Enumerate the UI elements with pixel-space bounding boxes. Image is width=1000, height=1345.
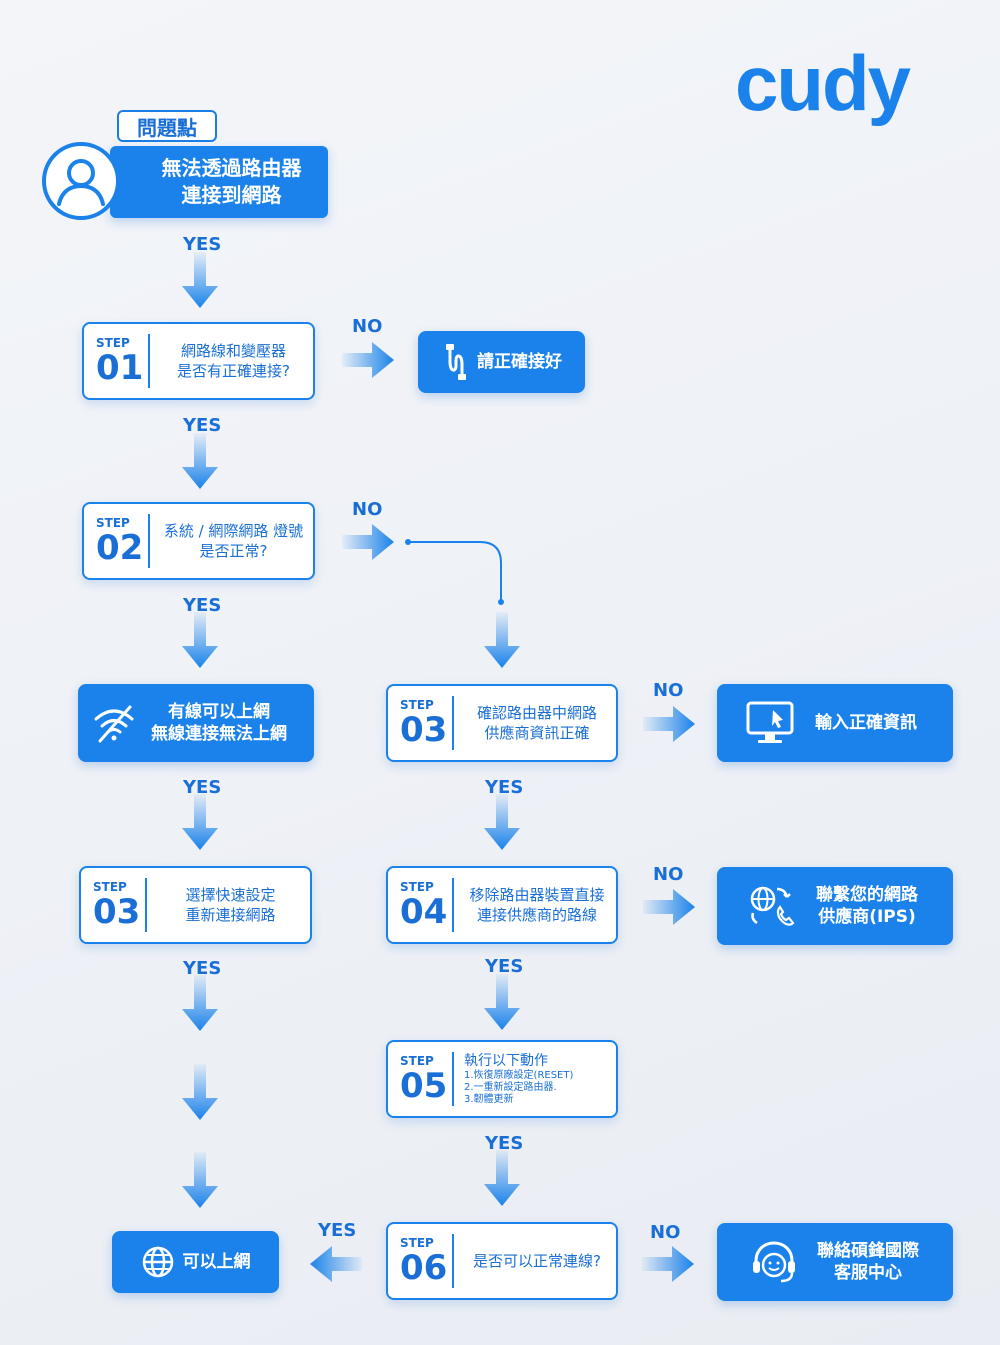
label-yes-r3: YES bbox=[485, 1133, 524, 1154]
label-yes-2: YES bbox=[183, 415, 222, 436]
arrow-down-r4 bbox=[482, 1150, 522, 1206]
arrow-down-r3 bbox=[482, 974, 522, 1030]
step-title: 執行以下動作 bbox=[464, 1053, 548, 1069]
arrow-right-4 bbox=[643, 889, 695, 925]
step-text-line: 確認路由器中網路 bbox=[476, 704, 597, 722]
arrow-down-r2 bbox=[482, 794, 522, 850]
wired-text-line: 無線連接無法上網 bbox=[151, 724, 287, 744]
arrow-down-1 bbox=[180, 252, 220, 308]
label-yes-4: YES bbox=[183, 777, 222, 798]
step-text-line: 網路線和變壓器 bbox=[180, 342, 286, 360]
step-label: STEP bbox=[400, 697, 434, 712]
step-label: STEP bbox=[96, 335, 130, 350]
action-item: 2.一重新設定路由器. bbox=[464, 1082, 557, 1093]
connector-line bbox=[405, 539, 504, 605]
arrow-down-4 bbox=[180, 794, 220, 850]
step-text-line: 供應商資訊正確 bbox=[484, 724, 590, 742]
step-number: 03 bbox=[93, 891, 141, 932]
step-label: STEP bbox=[400, 1053, 434, 1068]
step-number: 06 bbox=[400, 1247, 448, 1288]
arrow-down-5 bbox=[180, 975, 220, 1031]
fix-text-line: 聯繫您的網路 bbox=[816, 885, 918, 905]
problem-line-1: 無法透過路由器 bbox=[161, 156, 302, 180]
problem-line-2: 連接到網路 bbox=[181, 183, 282, 207]
step-number: 03 bbox=[400, 709, 448, 750]
label-no-4: NO bbox=[653, 864, 684, 885]
step-number: 02 bbox=[96, 527, 144, 568]
wired-ok-box: 有線可以上網無線連接無法上網 bbox=[78, 684, 314, 762]
fix-text-line: 供應商(IPS) bbox=[818, 907, 916, 927]
problem-box: 無法透過路由器 連接到網路 bbox=[110, 146, 328, 218]
headset-icon bbox=[753, 1241, 795, 1283]
wifi-off-icon bbox=[94, 705, 134, 743]
globe-phone-icon bbox=[750, 886, 795, 926]
fix-text: 輸入正確資訊 bbox=[815, 713, 917, 733]
step-text-line: 重新連接網路 bbox=[185, 906, 276, 924]
wired-text-line: 有線可以上網 bbox=[168, 702, 270, 722]
label-yes-r2: YES bbox=[485, 956, 524, 977]
step-text-line: 系統 / 網際網路 燈號 bbox=[163, 522, 304, 540]
label-no-2: NO bbox=[352, 499, 383, 520]
arrow-right-2 bbox=[342, 524, 394, 560]
fix-text-line: 聯絡碩鋒國際 bbox=[817, 1241, 919, 1261]
label-yes-left: YES bbox=[318, 1220, 357, 1241]
step-number: 05 bbox=[400, 1065, 448, 1106]
problem-tag: 問題點 bbox=[117, 110, 217, 142]
fix-box-connect: 請正確接好 bbox=[418, 331, 585, 393]
monitor-icon bbox=[746, 701, 794, 743]
step-text-line: 移除路由器裝置直接 bbox=[469, 886, 605, 904]
fix-box-info: 輸入正確資訊 bbox=[717, 684, 953, 762]
online-box: 可以上網 bbox=[112, 1231, 279, 1293]
step-label: STEP bbox=[96, 515, 130, 530]
label-yes-1: YES bbox=[183, 234, 222, 255]
arrow-right-5 bbox=[642, 1246, 694, 1282]
arrow-down-r1 bbox=[482, 612, 522, 668]
arrow-right-1 bbox=[342, 342, 394, 378]
label-no-5: NO bbox=[650, 1222, 681, 1243]
cable-icon bbox=[446, 344, 466, 380]
fix-box-isp: 聯繫您的網路供應商(IPS) bbox=[717, 867, 953, 945]
online-text: 可以上網 bbox=[182, 1252, 251, 1272]
step-label: STEP bbox=[400, 1235, 434, 1250]
arrow-down-3 bbox=[180, 612, 220, 668]
user-avatar-icon bbox=[42, 142, 120, 220]
action-item: 3.韌體更新 bbox=[464, 1094, 514, 1105]
step-number: 01 bbox=[96, 347, 144, 388]
label-no-3: NO bbox=[653, 680, 684, 701]
arrow-down-2 bbox=[180, 433, 220, 489]
fix-box-support: 聯絡碩鋒國際客服中心 bbox=[717, 1223, 953, 1301]
globe-icon bbox=[142, 1246, 173, 1278]
step-text-line: 是否正常? bbox=[199, 542, 268, 560]
label-yes-r1: YES bbox=[485, 777, 524, 798]
step-number: 04 bbox=[400, 891, 448, 932]
action-item: 1.恢復原廠設定(RESET) bbox=[464, 1070, 574, 1081]
step-label: STEP bbox=[400, 879, 434, 894]
step-text-line: 是否有正確連接? bbox=[177, 362, 290, 380]
arrow-down-6 bbox=[180, 1064, 220, 1120]
fix-text-line: 客服中心 bbox=[834, 1263, 902, 1283]
fix-text: 請正確接好 bbox=[477, 352, 562, 372]
step-label: STEP bbox=[93, 879, 127, 894]
step-text-line: 選擇快速設定 bbox=[185, 886, 276, 904]
arrow-down-7 bbox=[180, 1152, 220, 1208]
logo-text: cudy bbox=[735, 40, 911, 127]
label-yes-5: YES bbox=[183, 958, 222, 979]
cudy-logo: cudy bbox=[735, 40, 913, 127]
arrow-left-1 bbox=[310, 1246, 362, 1282]
step-text-line: 是否可以正常連線? bbox=[473, 1252, 601, 1270]
step-text-line: 連接供應商的路線 bbox=[476, 906, 597, 924]
label-no-1: NO bbox=[352, 316, 383, 337]
arrow-right-3 bbox=[643, 706, 695, 742]
label-yes-3: YES bbox=[183, 595, 222, 616]
